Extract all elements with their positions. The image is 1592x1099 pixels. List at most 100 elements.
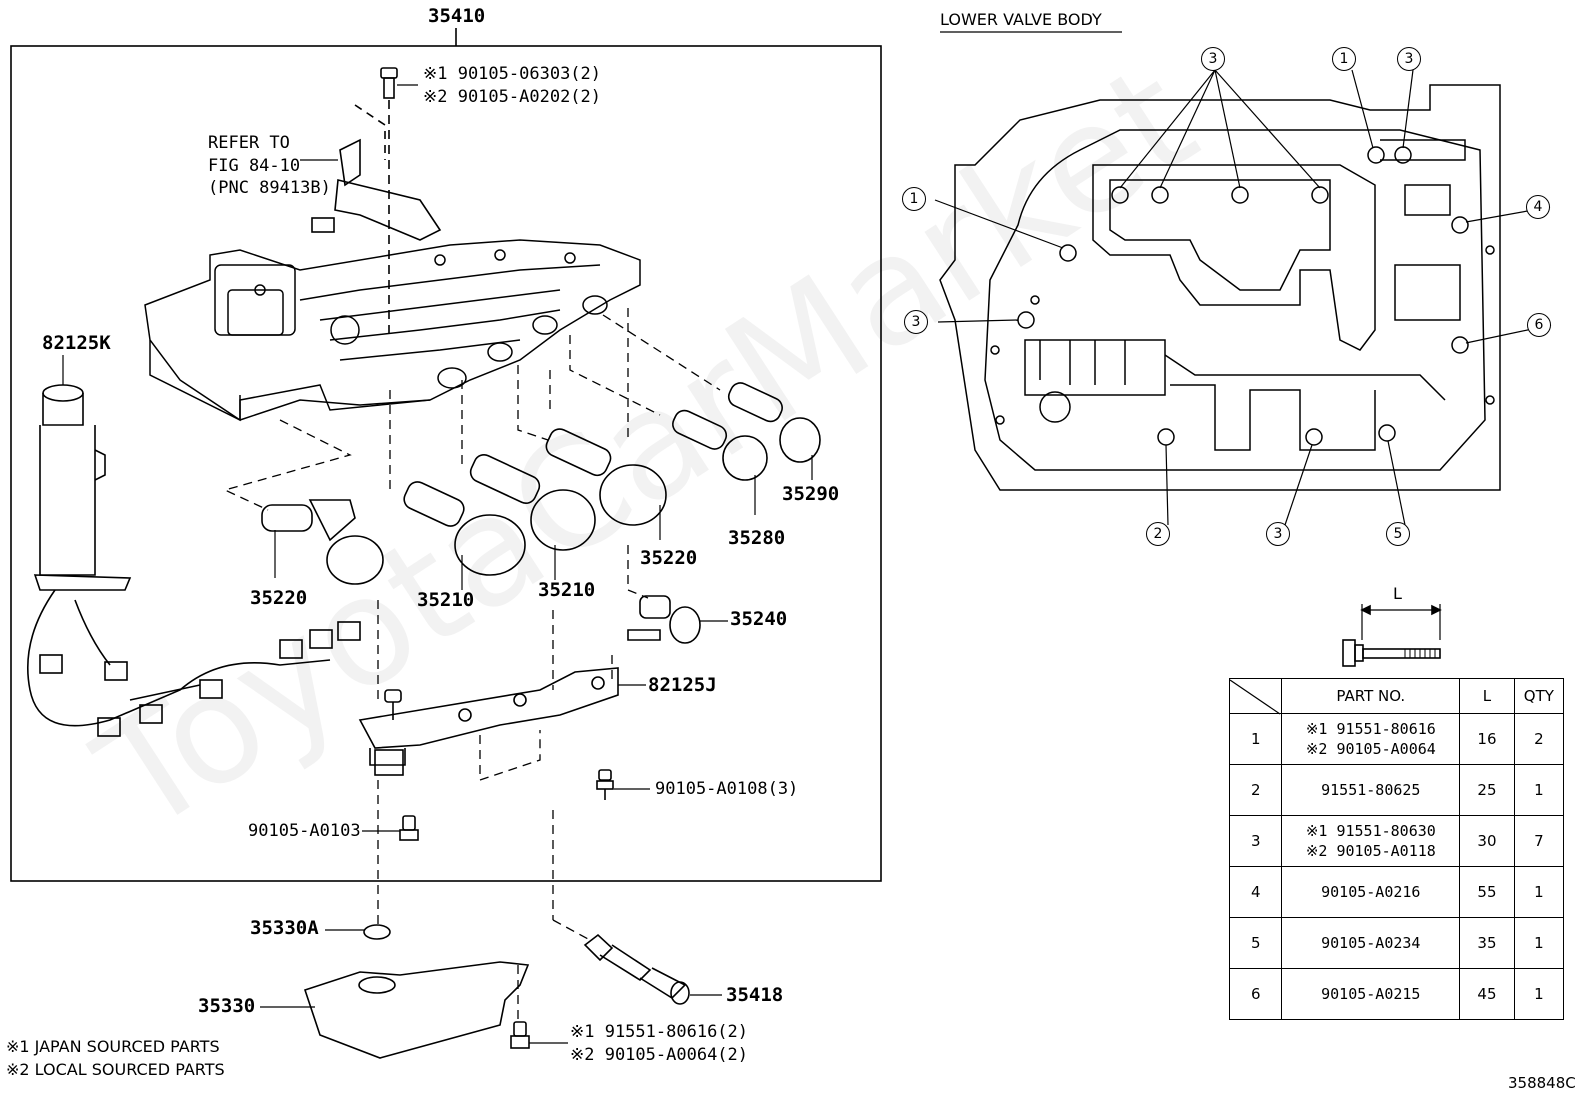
label-35418: 35418 — [726, 984, 784, 1006]
row-l: 30 — [1459, 815, 1515, 867]
lower-valve-body-drawing — [934, 31, 1552, 526]
label-35220-right: 35220 — [640, 547, 698, 569]
row-qty: 1 — [1513, 866, 1565, 918]
callout-bolt-3-bottom: 3 — [1266, 522, 1290, 546]
bolt-table: PART NO. L QTY 1 ※1 91551-80616 ※2 90105-… — [1228, 678, 1565, 1020]
label-82125j: 82125J — [648, 674, 717, 696]
legend-japan: ※1 JAPAN SOURCED PARTS — [6, 1037, 220, 1056]
part-line: 91551-80625 — [1321, 781, 1421, 799]
part-line: ※2 90105-A0064 — [1305, 740, 1436, 758]
leader-lines — [223, 308, 721, 1020]
table-row: 5 90105-A0234 35 1 — [1228, 917, 1565, 969]
part-line: ※2 90105-A0118 — [1305, 842, 1436, 860]
label-82125k: 82125K — [42, 332, 111, 354]
header-part-no: PART NO. — [1281, 678, 1461, 714]
bolt-bottom-line1: ※1 91551-80616(2) — [570, 1022, 749, 1042]
row-part: 90105-A0215 — [1281, 968, 1461, 1020]
row-part: ※1 91551-80616 ※2 90105-A0064 — [1281, 713, 1461, 765]
solenoid-35210-a — [403, 481, 526, 590]
refer-note-line2: FIG 84-10 — [208, 156, 301, 176]
table-row: 3 ※1 91551-80630 ※2 90105-A0118 30 7 — [1228, 815, 1565, 867]
row-no: 1 — [1228, 713, 1283, 765]
label-35220-left: 35220 — [250, 587, 308, 609]
part-line: 90105-A0234 — [1321, 934, 1421, 952]
table-row: 6 90105-A0215 45 1 — [1228, 968, 1565, 1020]
assembly-frame — [10, 28, 882, 882]
callout-bolt-3-left: 3 — [904, 310, 928, 334]
label-90105-a0108: 90105-A0108(3) — [655, 779, 799, 799]
part-line: 90105-A0216 — [1321, 883, 1421, 901]
row-no: 4 — [1228, 866, 1283, 918]
bolt-bottom-line2: ※2 90105-A0064(2) — [570, 1045, 749, 1065]
table-header-row: PART NO. L QTY — [1228, 678, 1565, 714]
bolt-length-label: L — [1393, 584, 1402, 603]
row-no: 3 — [1228, 815, 1283, 867]
part-line: ※1 91551-80616 — [1305, 720, 1436, 738]
row-no: 5 — [1228, 917, 1283, 969]
diagram-id: 358848C — [1508, 1074, 1576, 1092]
o-ring-35330a — [325, 924, 391, 940]
label-90105-a0103: 90105-A0103 — [248, 821, 361, 841]
row-qty: 1 — [1513, 764, 1565, 816]
callout-bolt-1-top: 1 — [1332, 47, 1356, 71]
bolt-top-line2: ※2 90105-A0202(2) — [423, 87, 602, 107]
row-part: ※1 91551-80630 ※2 90105-A0118 — [1281, 815, 1461, 867]
harness-bracket-82125j — [358, 667, 646, 776]
header-l: L — [1459, 678, 1515, 714]
callout-bolt-3-topright: 3 — [1397, 47, 1421, 71]
table-row: 4 90105-A0216 55 1 — [1228, 866, 1565, 918]
row-qty: 2 — [1513, 713, 1565, 765]
legend-local: ※2 LOCAL SOURCED PARTS — [6, 1060, 225, 1079]
label-35280: 35280 — [728, 527, 786, 549]
label-35330a: 35330A — [250, 917, 319, 939]
assembly-part-number: 35410 — [428, 5, 486, 27]
bolt-90105-a0103 — [362, 815, 419, 841]
label-35330: 35330 — [198, 995, 256, 1017]
callout-bolt-2: 2 — [1146, 522, 1170, 546]
row-l: 45 — [1459, 968, 1515, 1020]
row-no: 6 — [1228, 968, 1283, 1020]
row-part: 90105-A0216 — [1281, 866, 1461, 918]
row-l: 35 — [1459, 917, 1515, 969]
row-l: 55 — [1459, 866, 1515, 918]
connector-35418 — [583, 933, 722, 1005]
part-line: ※1 91551-80630 — [1305, 822, 1436, 840]
label-35240: 35240 — [730, 608, 788, 630]
label-35290: 35290 — [782, 483, 840, 505]
solenoid-35220-left — [261, 499, 384, 585]
lower-valve-body-title: LOWER VALVE BODY — [940, 10, 1102, 29]
bolt-top-line1: ※1 90105-06303(2) — [423, 64, 602, 84]
row-part: 90105-A0234 — [1281, 917, 1461, 969]
callout-bolt-5: 5 — [1386, 522, 1410, 546]
solenoid-35290 — [727, 382, 821, 480]
bolt-dimension-icon — [1342, 604, 1442, 667]
row-qty: 1 — [1513, 968, 1565, 1020]
top-bolt — [380, 67, 418, 335]
table-row: 2 91551-80625 25 1 — [1228, 764, 1565, 816]
header-qty: QTY — [1513, 678, 1565, 714]
solenoid-35280 — [672, 409, 768, 515]
valve-body — [144, 239, 641, 422]
callout-bolt-1-left: 1 — [902, 187, 926, 211]
row-l: 16 — [1459, 713, 1515, 765]
label-35210-a: 35210 — [417, 589, 475, 611]
bottom-bolt — [510, 1021, 568, 1049]
row-no: 2 — [1228, 764, 1283, 816]
callout-bolt-6: 6 — [1527, 313, 1551, 337]
strainer-35330 — [260, 961, 530, 1059]
table-corner — [1228, 678, 1283, 714]
solenoid-35220-right — [545, 428, 667, 540]
solenoid-35240 — [627, 595, 728, 644]
part-line: 90105-A0215 — [1321, 985, 1421, 1003]
label-35210-b: 35210 — [538, 579, 596, 601]
bolt-90105-a0108 — [596, 769, 650, 800]
callout-bolt-4: 4 — [1526, 195, 1550, 219]
refer-note-line3: (PNC 89413B) — [208, 178, 331, 198]
row-qty: 7 — [1513, 815, 1565, 867]
table-row: 1 ※1 91551-80616 ※2 90105-A0064 16 2 — [1228, 713, 1565, 765]
row-qty: 1 — [1513, 917, 1565, 969]
wire-harness-82125k — [27, 355, 361, 737]
detent-spring — [300, 104, 442, 241]
row-part: 91551-80625 — [1281, 764, 1461, 816]
